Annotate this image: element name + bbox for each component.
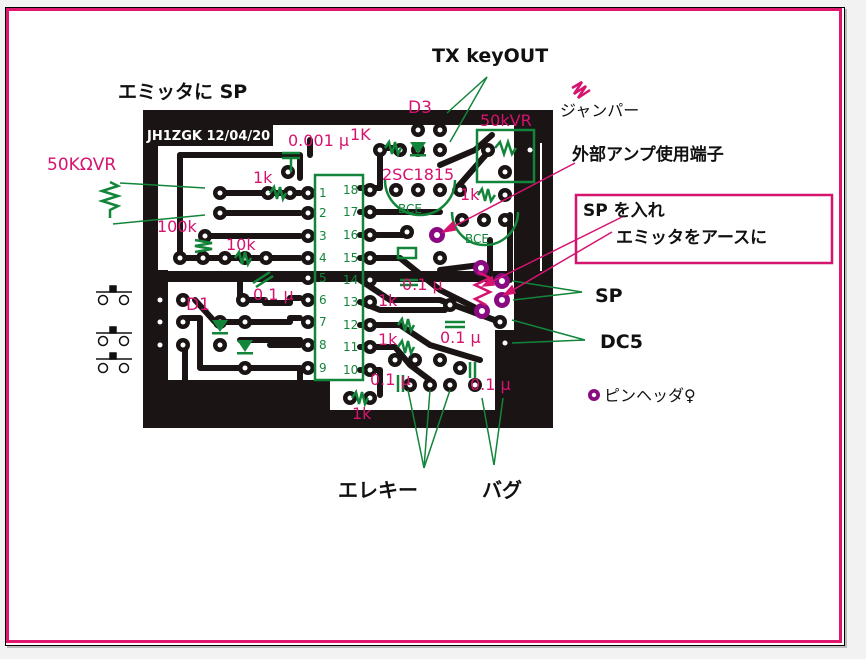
label-r-1k-d: 1k [378, 330, 398, 349]
svg-text:6: 6 [319, 293, 327, 307]
callout-sp-line2: エミッタをアースに [616, 228, 767, 248]
svg-text:8: 8 [319, 338, 327, 352]
callout-emitter-sp: エミッタに SP [118, 81, 247, 103]
callout-dc5: DC5 [600, 331, 643, 353]
legend-pin-header: ピンヘッダ♀ [604, 386, 696, 405]
diode-symbols [212, 142, 426, 355]
resistor-icon [97, 180, 123, 218]
svg-text:5: 5 [319, 271, 327, 285]
component-labels: D3 50kVR 0.001 μ 1K 1k 2SC1815 1k 100k 1… [157, 98, 532, 423]
svg-text:18: 18 [343, 183, 358, 197]
label-r-1k-c: 1k [378, 291, 398, 310]
jumper-resistor-symbol [472, 270, 493, 307]
label-50kvr: 50kVR [480, 111, 532, 130]
push-switch-icons [96, 285, 132, 374]
callout-sp-line1: SP を入れ [583, 201, 665, 221]
leader-lines-green [112, 76, 586, 469]
label-r-1k-b: 1k [460, 185, 480, 204]
push-switch-icon [96, 285, 132, 306]
svg-text:13: 13 [343, 295, 358, 309]
label-r-1K-top: 1K [350, 125, 371, 144]
pin-header-pads [429, 227, 510, 319]
label-r-1k-a: 1k [253, 168, 273, 187]
svg-text:17: 17 [343, 205, 358, 219]
svg-text:12: 12 [343, 318, 358, 332]
svg-text:11: 11 [343, 340, 358, 354]
pcb-board: JH1ZGK 12/04/20 [143, 98, 553, 428]
label-c-01-c: 0.1 μ [440, 328, 481, 347]
svg-text:2: 2 [319, 206, 327, 220]
callout-50k-vr: 50KΩVR [47, 155, 116, 175]
label-c-01-e: 0.1 μ [470, 375, 511, 394]
leader-lines-magenta [440, 162, 623, 297]
board-id-label: JH1ZGK 12/04/20 [146, 129, 270, 144]
callout-sp-box [574, 193, 834, 265]
svg-text:3: 3 [319, 229, 327, 243]
label-r-100k: 100k [157, 217, 198, 236]
svg-text:1: 1 [319, 186, 327, 200]
callout-sp: SP [595, 285, 623, 307]
jumper-icon [571, 80, 591, 100]
callout-ext-amp: 外部アンプ使用端子 [572, 144, 724, 165]
svg-text:7: 7 [319, 315, 327, 329]
label-c-01-b: 0.1 μ [402, 275, 443, 294]
label-r-10k: 10k [226, 235, 256, 254]
ic-outline [313, 173, 365, 382]
callout-tx-keyout: TX keyOUT [432, 45, 548, 67]
label-d3: D3 [408, 98, 432, 118]
transistor-outline-1 [383, 179, 457, 217]
callout-bug: バグ [482, 478, 522, 502]
svg-text:15: 15 [343, 251, 358, 265]
callout-jumper: ジャンパー [560, 101, 639, 120]
svg-text:9: 9 [319, 361, 327, 375]
page-frame [6, 8, 842, 643]
label-c-01-a: 0.1 μ [253, 285, 294, 304]
svg-text:10: 10 [343, 363, 358, 377]
push-switch-icon [96, 352, 132, 374]
push-switch-icon [96, 326, 132, 347]
callout-elekey: エレキー [338, 478, 418, 502]
ic-pin-numbers: 1 2 3 4 5 6 7 8 9 18 17 16 15 14 13 12 1… [319, 183, 358, 377]
transistor-pin-label-1: BCE [398, 202, 422, 216]
svg-text:4: 4 [319, 251, 327, 265]
svg-text:16: 16 [343, 228, 358, 242]
label-c-01-d: 0.1 μ [370, 370, 411, 389]
label-r-1k-e: 1k [352, 404, 372, 423]
svg-text:14: 14 [343, 273, 358, 287]
label-c-0001: 0.001 μ [288, 131, 349, 150]
label-tr-2sc1815: 2SC1815 [382, 165, 454, 184]
transistor-pin-label-2: BCE [465, 232, 489, 246]
label-d1: D1 [186, 295, 210, 315]
